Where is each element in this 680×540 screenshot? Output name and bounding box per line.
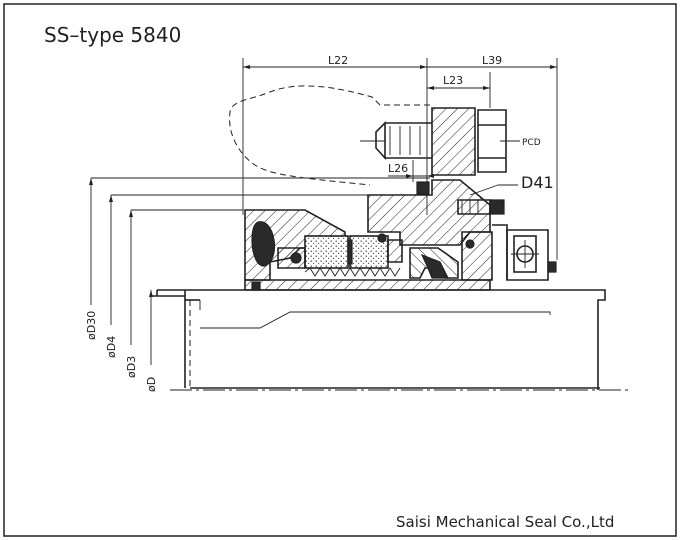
o-ring bbox=[290, 252, 302, 264]
dim-l39: L39 bbox=[482, 54, 502, 67]
dim-d30: øD30 bbox=[85, 311, 98, 340]
dim-d: øD bbox=[145, 377, 158, 392]
gland-outline bbox=[229, 85, 430, 186]
sleeve bbox=[244, 279, 491, 291]
shaft bbox=[150, 289, 632, 391]
drawing-title: SS–type 5840 bbox=[44, 23, 181, 47]
dim-d4: øD4 bbox=[105, 336, 118, 358]
spring bbox=[304, 267, 401, 277]
setting-clip bbox=[492, 224, 557, 281]
seat-gasket bbox=[251, 281, 261, 291]
o-ring bbox=[377, 233, 387, 243]
dim-pcd: PCD bbox=[522, 138, 541, 148]
dimension-top bbox=[242, 58, 558, 260]
company-name: Saisi Mechanical Seal Co.,Ltd bbox=[396, 513, 614, 531]
gland-bolt bbox=[360, 107, 507, 176]
wedge-ring bbox=[420, 253, 449, 279]
retaining-collar bbox=[461, 231, 493, 281]
dim-d3: øD3 bbox=[125, 356, 138, 378]
dim-l23: L23 bbox=[443, 74, 463, 87]
rotating-face bbox=[304, 235, 349, 269]
dimension-diameters bbox=[89, 177, 430, 365]
set-screw bbox=[457, 199, 505, 215]
dim-l26: L26 bbox=[388, 162, 408, 175]
dim-d41: D41 bbox=[521, 173, 554, 192]
page-border bbox=[3, 3, 677, 537]
stationary-seat bbox=[251, 221, 276, 267]
dim-l22: L22 bbox=[328, 54, 348, 67]
